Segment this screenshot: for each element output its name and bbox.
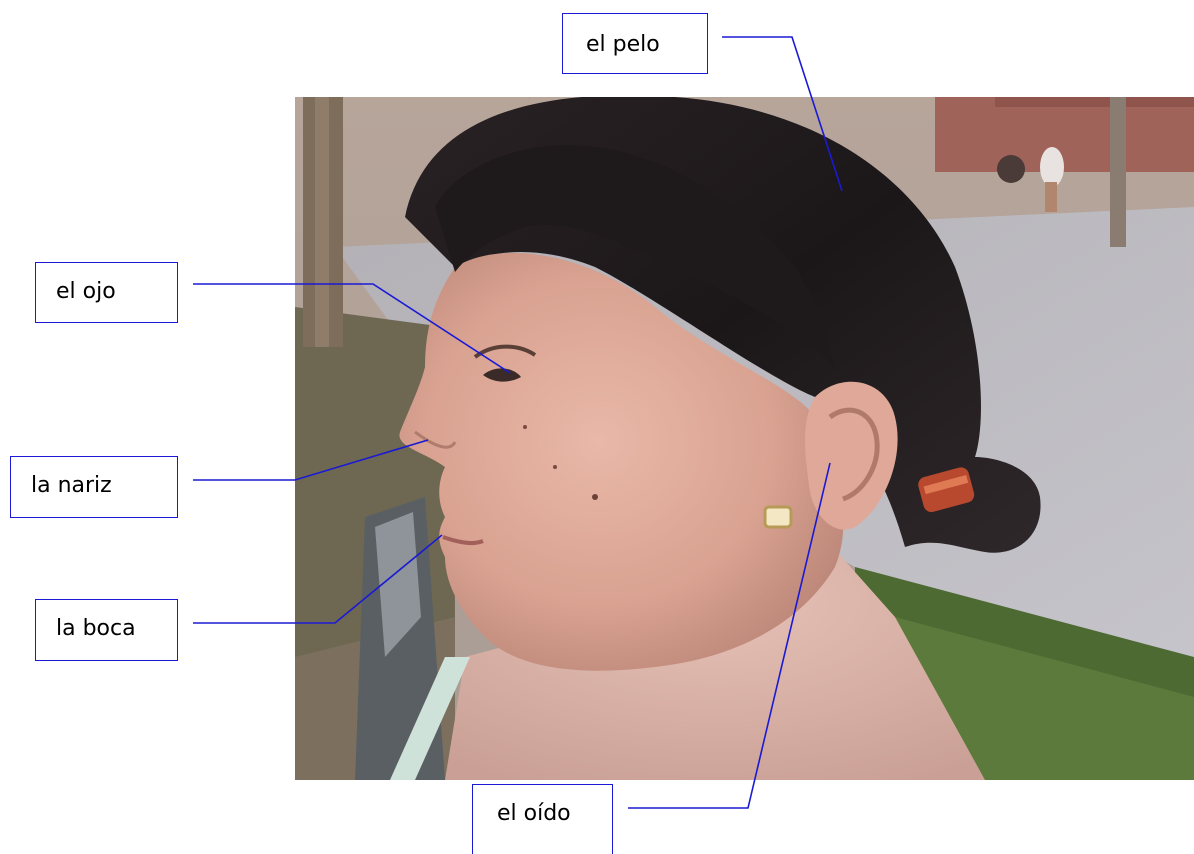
label-boca: la boca [56,616,136,641]
label-box-ojo: el ojo [35,262,178,323]
label-pelo: el pelo [586,32,660,57]
label-box-pelo: el pelo [562,13,708,74]
label-box-nariz: la nariz [10,456,178,518]
label-box-boca: la boca [35,599,178,661]
girl-profile-photo [295,97,1194,780]
label-ojo: el ojo [56,279,116,304]
label-box-oido: el oído [472,784,613,854]
label-oido: el oído [497,801,571,826]
label-nariz: la nariz [31,473,112,498]
